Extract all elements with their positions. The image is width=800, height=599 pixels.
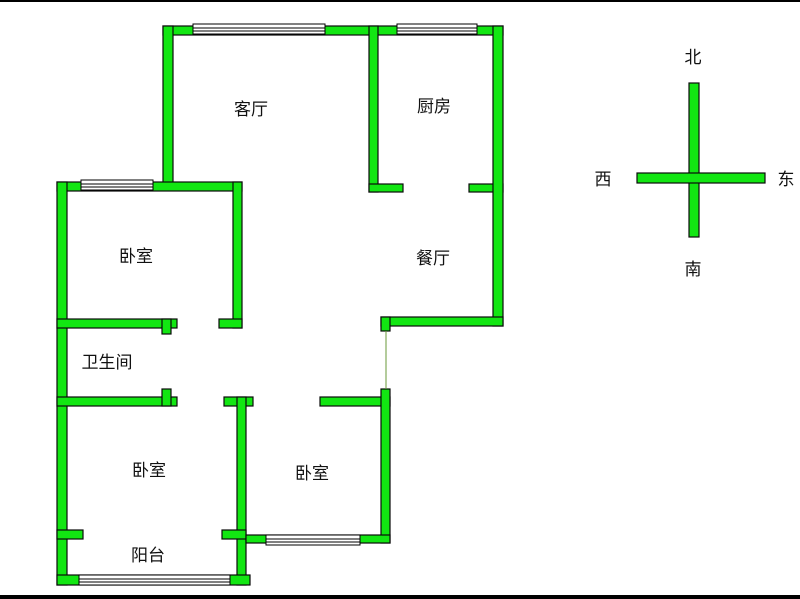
wall-east (492, 25, 504, 327)
wall-bedroom-divider (236, 396, 247, 586)
compass-west-label: 西 (595, 170, 612, 190)
compass-vertical-bar (688, 82, 700, 238)
label-bedroom-southwest: 卧室 (132, 461, 166, 481)
window-balcony (78, 574, 231, 586)
compass-north-label: 北 (685, 48, 702, 68)
compass-east-label: 东 (778, 170, 795, 190)
top-border (0, 0, 800, 2)
label-bedroom-south: 卧室 (295, 464, 329, 484)
window-bedroom-nw (80, 179, 154, 191)
label-dining-room: 餐厅 (416, 249, 450, 269)
compass-horizontal-bar (636, 172, 766, 184)
window-kitchen (396, 23, 478, 35)
wall-dining-south (380, 316, 504, 327)
bottom-border (0, 595, 800, 599)
wall-bedroom-s-top-right (319, 396, 391, 407)
label-bedroom-northwest: 卧室 (119, 247, 153, 267)
wall-balcony-stub-right (221, 529, 247, 540)
compass: 北 南 西 东 (595, 48, 795, 280)
wall-bathroom-top-stub (161, 318, 172, 335)
label-bathroom: 卫生间 (82, 353, 133, 373)
wall-living-west (162, 25, 174, 191)
window-bedroom-s (265, 534, 361, 546)
window-living (192, 23, 326, 35)
wall-bathroom-top (56, 318, 178, 329)
wall-kitchen-west (368, 25, 379, 193)
label-balcony: 阳台 (131, 546, 165, 566)
compass-south-label: 南 (685, 260, 702, 280)
wall-dining-stub (380, 316, 391, 332)
label-kitchen: 厨房 (417, 97, 451, 117)
wall-kitchen-stub-left (368, 183, 404, 193)
wall-bathroom-bottom (56, 396, 178, 407)
wall-bedroom-s-east (380, 388, 391, 544)
wall-bedroom-nw-east (232, 181, 243, 329)
wall-west (56, 181, 68, 586)
wall-bedroom-nw-stub (218, 318, 243, 329)
wall-balcony-stub-left (56, 529, 84, 540)
wall-bathroom-bottom-stub (161, 388, 172, 407)
label-living-room: 客厅 (234, 100, 268, 120)
